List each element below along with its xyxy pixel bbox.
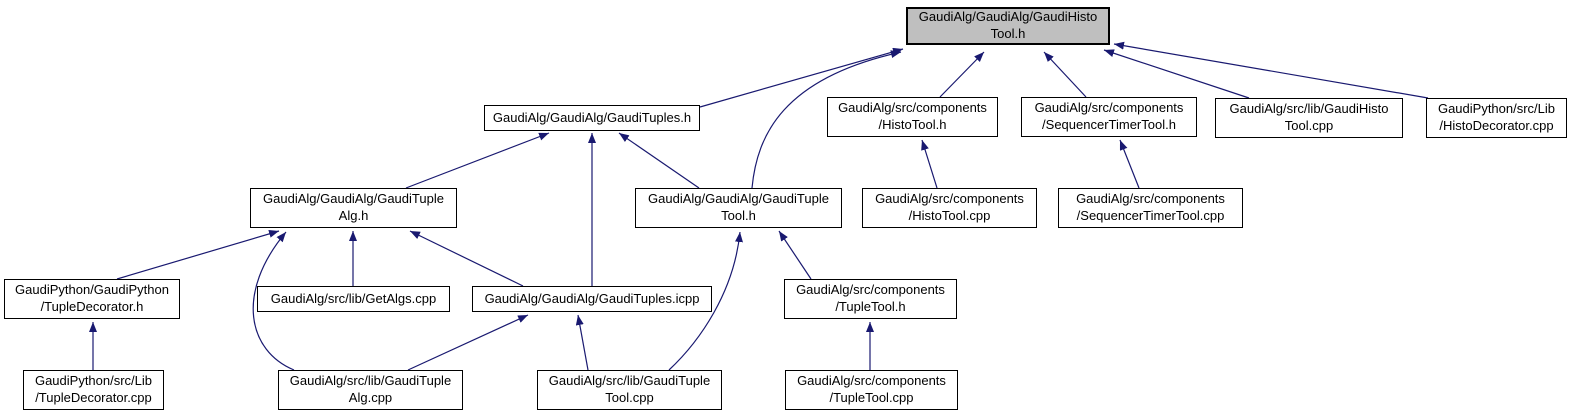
node-sequencertimertool-h[interactable]: GaudiAlg/src/components /SequencerTimerT… [1021,97,1197,137]
edge-gaudituplealg-cpp-to-gaudituples-icpp [407,314,529,371]
node-tupletool-cpp[interactable]: GaudiAlg/src/components /TupleTool.cpp [785,370,958,410]
node-label: GaudiAlg/src/components /TupleTool.h [796,282,945,314]
node-label: GaudiAlg/src/components /HistoTool.cpp [875,191,1024,223]
node-gauditupletool-cpp[interactable]: GaudiAlg/src/lib/GaudiTuple Tool.cpp [537,370,722,410]
edge-tupledecorator-h-to-gaudituplealg-h [116,230,280,280]
node-label: GaudiAlg/GaudiAlg/GaudiTuples.icpp [484,290,700,306]
node-label: GaudiAlg/src/components /SequencerTimerT… [1076,191,1225,223]
node-tupletool-h[interactable]: GaudiAlg/src/components /TupleTool.h [784,279,957,319]
node-gaudituplealg-cpp[interactable]: GaudiAlg/src/lib/GaudiTuple Alg.cpp [278,370,463,410]
node-label: GaudiAlg/GaudiAlg/GaudiTuple Alg.h [263,191,444,223]
edge-histotool-cpp-to-histotool-h [921,139,938,189]
node-histodecorator-cpp[interactable]: GaudiPython/src/Lib /HistoDecorator.cpp [1426,98,1567,138]
node-sequencertimertool-cpp[interactable]: GaudiAlg/src/components /SequencerTimerT… [1058,188,1243,228]
node-label: GaudiAlg/src/components /SequencerTimerT… [1034,100,1184,132]
node-getalgs-cpp[interactable]: GaudiAlg/src/lib/GetAlgs.cpp [257,286,450,312]
node-label: GaudiAlg/src/components /HistoTool.h [838,100,987,132]
edge-gauditupletool-cpp-to-gaudituples-icpp [575,314,589,371]
node-label: GaudiAlg/src/lib/GaudiTuple Tool.cpp [548,373,711,405]
node-label: GaudiAlg/src/components /TupleTool.cpp [797,373,946,405]
edge-sequencertimertool-cpp-to-sequencertimertool-h [1119,139,1140,189]
node-gaudituples-icpp[interactable]: GaudiAlg/GaudiAlg/GaudiTuples.icpp [472,286,712,312]
node-tupledecorator-h[interactable]: GaudiPython/GaudiPython /TupleDecorator.… [4,279,180,319]
edge-gauditupletool-h-to-gaudituples-h [618,132,700,189]
edge-histodecorator-cpp-to-gaudihistotool-h [1113,41,1429,99]
edge-tupletool-h-to-gauditupletool-h [778,230,812,280]
edge-gaudituples-icpp-to-gaudituplealg-h [409,230,524,287]
node-label: GaudiAlg/src/lib/GetAlgs.cpp [270,290,437,306]
node-histotool-cpp[interactable]: GaudiAlg/src/components /HistoTool.cpp [862,188,1037,228]
node-label: GaudiAlg/src/lib/GaudiHisto Tool.cpp [1229,101,1389,133]
node-tupledecorator-cpp[interactable]: GaudiPython/src/Lib /TupleDecorator.cpp [23,370,164,410]
node-label: GaudiAlg/GaudiAlg/GaudiTuples.h [492,109,692,125]
edge-gaudituplealg-h-to-gaudituples-h [405,132,550,189]
node-gauditupletool-h[interactable]: GaudiAlg/GaudiAlg/GaudiTuple Tool.h [635,188,842,228]
node-gaudihistotool-cpp[interactable]: GaudiAlg/src/lib/GaudiHisto Tool.cpp [1215,98,1403,138]
node-histotool-h[interactable]: GaudiAlg/src/components /HistoTool.h [827,97,998,137]
node-label: GaudiPython/src/Lib /HistoDecorator.cpp [1437,101,1556,133]
node-gaudihistotool-h: GaudiAlg/GaudiAlg/GaudiHisto Tool.h [906,7,1110,45]
node-label: GaudiPython/src/Lib /TupleDecorator.cpp [34,373,153,405]
edge-histotool-h-to-gaudihistotool-h [939,51,985,98]
node-label: GaudiAlg/src/lib/GaudiTuple Alg.cpp [289,373,452,405]
edge-sequencertimertool-h-to-gaudihistotool-h [1043,51,1087,98]
node-label: GaudiPython/GaudiPython /TupleDecorator.… [15,282,169,314]
edge-gaudihistotool-cpp-to-gaudihistotool-h [1103,49,1250,99]
node-label: GaudiAlg/GaudiAlg/GaudiTuple Tool.h [648,191,829,223]
node-label: GaudiAlg/GaudiAlg/GaudiHisto Tool.h [918,9,1098,41]
node-gaudituplealg-h[interactable]: GaudiAlg/GaudiAlg/GaudiTuple Alg.h [250,188,457,228]
node-gaudituples-h[interactable]: GaudiAlg/GaudiAlg/GaudiTuples.h [484,105,700,131]
